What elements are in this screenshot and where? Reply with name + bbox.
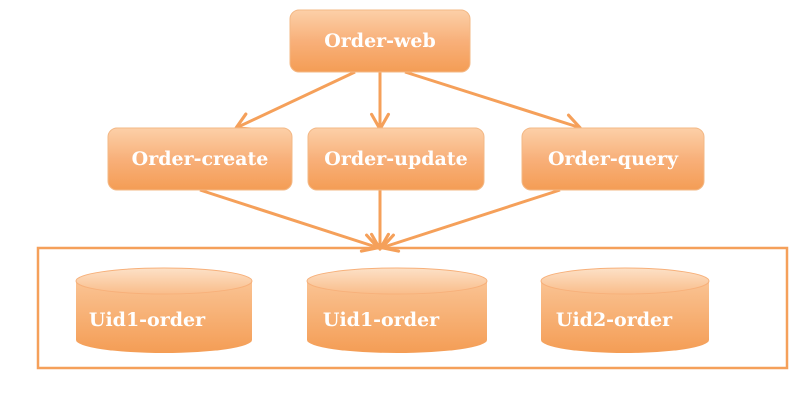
node-order-query: Order-query bbox=[521, 127, 705, 191]
node-order-web: Order-web bbox=[289, 9, 471, 73]
arrow-web-to-create bbox=[234, 70, 356, 131]
node-order-create: Order-create bbox=[107, 127, 293, 191]
database-label-3: Uid2-order bbox=[556, 309, 673, 331]
database-label-2: Uid1-order bbox=[323, 309, 440, 331]
arrows-from-web bbox=[234, 70, 582, 133]
arrow-query-to-db bbox=[380, 188, 561, 253]
database-container bbox=[36, 246, 789, 370]
arrows-to-databases bbox=[199, 188, 561, 253]
database-cylinder-2: Uid1-order bbox=[306, 267, 488, 353]
node-order-update: Order-update bbox=[307, 127, 485, 191]
arrow-web-to-query bbox=[404, 70, 582, 133]
database-label-1: Uid1-order bbox=[89, 309, 206, 331]
node-order-create-label: Order-create bbox=[132, 148, 269, 170]
node-order-web-label: Order-web bbox=[324, 30, 436, 52]
database-cylinder-1: Uid1-order bbox=[75, 267, 253, 353]
node-order-update-label: Order-update bbox=[324, 148, 467, 170]
database-cylinder-3: Uid2-order bbox=[540, 267, 710, 353]
arrow-create-to-db bbox=[199, 188, 380, 253]
node-order-query-label: Order-query bbox=[548, 148, 679, 170]
